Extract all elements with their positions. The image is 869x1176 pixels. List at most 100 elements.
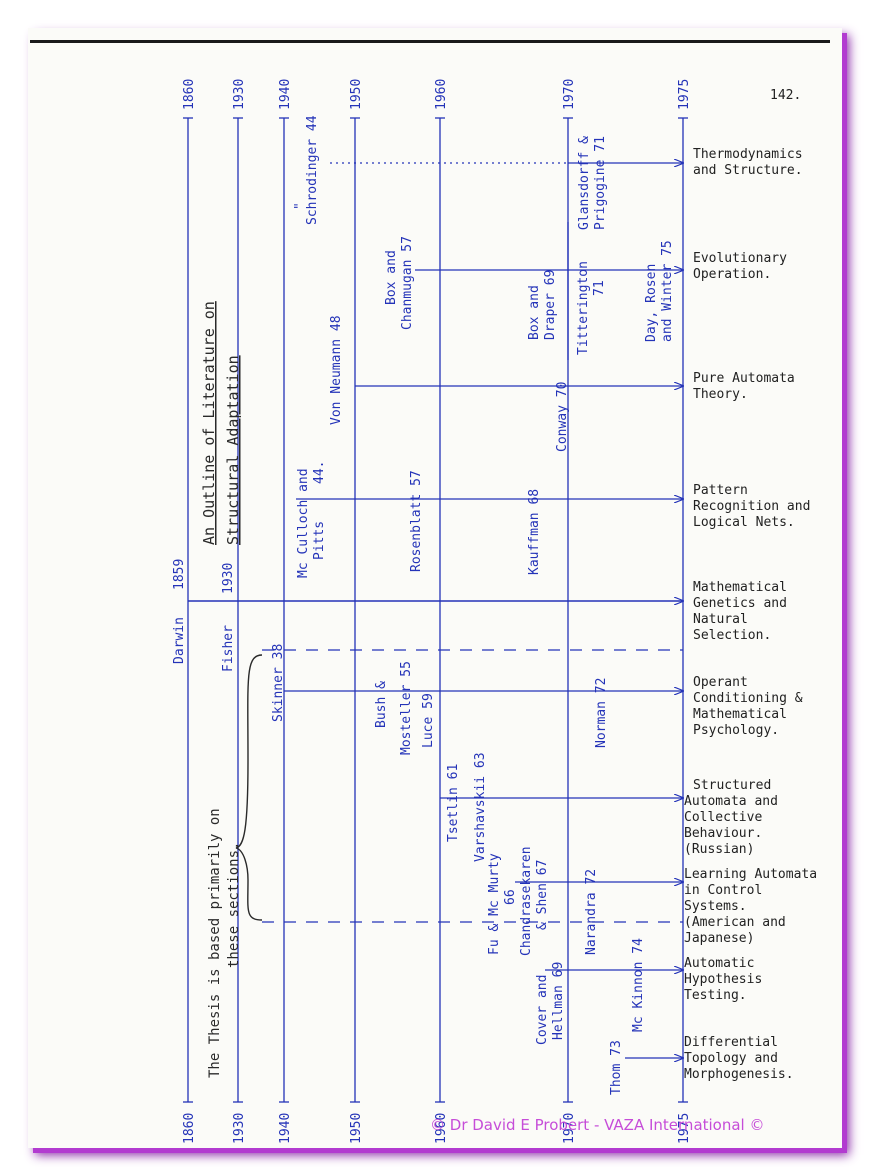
year-label-top: 1950 (349, 79, 364, 110)
year-label-bottom: 1970 (562, 1113, 577, 1144)
area-topology: Differential Topology and Morphogenesis. (684, 1035, 794, 1082)
area-line: Topology and (684, 1051, 778, 1066)
top-year-labels: 1860 1930 1940 1950 1960 1970 1975 (182, 79, 692, 110)
area-line: Mathematical (693, 580, 787, 595)
year-label-bottom: 1930 (232, 1113, 247, 1144)
section-brace (235, 654, 263, 921)
year-label-bottom: 1950 (349, 1113, 364, 1144)
author-box-chanmugan: Box and (384, 250, 399, 305)
area-line: Logical Nets. (693, 515, 795, 530)
author-schrodinger-mark: " (293, 202, 308, 210)
author-glansdorff: Glansdorff & (577, 136, 592, 230)
year-label-top: 1940 (278, 79, 293, 110)
author-varshavskii: Varshavskii 63 (473, 752, 488, 862)
area-operant-conditioning: Operant Conditioning & Mathematical Psyc… (693, 675, 803, 738)
author-cover: Cover and (535, 975, 550, 1045)
author-mosteller: Mosteller 55 (399, 661, 414, 755)
year-label-top: 1975 (677, 79, 692, 110)
author-fu-mcmurty: Fu & Mc Murty (487, 853, 502, 955)
influence-arrows (188, 163, 683, 1058)
year-lines (187, 118, 684, 1102)
area-line: Evolutionary (693, 251, 787, 266)
thesis-note-line-2: these sections. (226, 842, 242, 968)
author-darwin-year: 1859 (172, 559, 187, 590)
area-line: Thermodynamics (693, 147, 803, 162)
author-skinner: Skinner 38 (271, 644, 286, 722)
author-hellman: Hellman 69 (551, 962, 566, 1040)
area-line: Systems. (684, 899, 747, 914)
author-darwin: Darwin (172, 617, 187, 664)
year-label-top: 1970 (562, 79, 577, 110)
area-line: Psychology. (693, 723, 779, 738)
area-line: Structured (693, 778, 771, 793)
author-schrodinger: Schrodinger 44 (305, 115, 320, 225)
area-line: Differential (684, 1035, 778, 1050)
author-thom: Thom 73 (609, 1040, 624, 1095)
author-mcculloch: Mc Culloch and (296, 468, 311, 578)
author-mckinnon: Mc Kinnon 74 (631, 938, 646, 1032)
author-chandrasekaren: Chandrasekaren (519, 846, 534, 956)
year-label-bottom: 1860 (182, 1113, 197, 1144)
area-line: Mathematical (693, 707, 787, 722)
author-conway: Conway 70 (555, 382, 570, 452)
area-hypothesis-testing: Automatic Hypothesis Testing. (684, 956, 762, 1003)
area-line: Automata and (684, 794, 778, 809)
area-line: Behaviour. (684, 826, 762, 841)
area-line: Conditioning & (693, 691, 803, 706)
area-line: Learning Automata (684, 867, 817, 882)
area-line: Recognition and (693, 499, 810, 514)
author-rosenblatt: Rosenblatt 57 (409, 470, 424, 572)
area-line: Japanese) (684, 931, 754, 946)
diagram-title: An Outline of Literature on Structural A… (200, 301, 242, 545)
author-labels: " Schrodinger 44 Glansdorff & Prigogine … (172, 115, 675, 1095)
title-line-1: An Outline of Literature on (200, 301, 218, 545)
author-fisher: Fisher (221, 625, 236, 672)
year-label-bottom: 1960 (434, 1113, 449, 1144)
author-luce: Luce 59 (421, 693, 436, 748)
area-line: Testing. (684, 988, 747, 1003)
area-pattern-recognition: Pattern Recognition and Logical Nets. (693, 483, 810, 530)
author-shen: & Shen 67 (535, 860, 550, 930)
area-structured-automata: Structured Automata and Collective Behav… (684, 778, 778, 857)
author-narandra: Narandra 72 (584, 869, 599, 955)
area-line: Automatic (684, 956, 754, 971)
area-line: Theory. (693, 387, 748, 402)
area-line: Genetics and (693, 596, 787, 611)
year-label-top: 1930 (232, 79, 247, 110)
area-line: Collective (684, 810, 762, 825)
year-label-bottom: 1940 (278, 1113, 293, 1144)
area-labels: Thermodynamics and Structure. Evolutiona… (684, 147, 817, 1082)
author-bush: Bush & (374, 681, 389, 728)
area-genetics: Mathematical Genetics and Natural Select… (693, 580, 787, 643)
author-tsetlin: Tsetlin 61 (446, 764, 461, 842)
area-line: Selection. (693, 628, 771, 643)
tick-marks (183, 117, 688, 1103)
author-titterington: Titterington (576, 261, 591, 355)
thesis-note-line-1: The Thesis is based primarily on (207, 808, 223, 1078)
area-learning-automata: Learning Automata in Control Systems. (A… (684, 867, 817, 946)
author-box-draper: Box and (527, 285, 542, 340)
area-line: (American and (684, 915, 786, 930)
thesis-note: The Thesis is based primarily on these s… (207, 808, 242, 1078)
top-edge-band (30, 40, 830, 43)
author-day-rosen: Day, Rosen (644, 264, 659, 342)
area-line: (Russian) (684, 842, 754, 857)
author-von-neumann: Von Neumann 48 (329, 315, 344, 425)
author-titterington-2: 71 (592, 280, 607, 296)
area-line: and Structure. (693, 163, 803, 178)
area-line: Operation. (693, 267, 771, 282)
year-label-top: 1960 (434, 79, 449, 110)
area-line: Pure Automata (693, 371, 795, 386)
area-line: Morphogenesis. (684, 1067, 794, 1082)
area-line: Natural (693, 612, 748, 627)
author-kauffman: Kauffman 68 (527, 489, 542, 575)
author-box-draper-2: Draper 69 (543, 270, 558, 340)
area-line: Pattern (693, 483, 748, 498)
author-fu-mcmurty-year: 66 (503, 889, 518, 905)
bottom-year-labels: 1860 1930 1940 1950 1960 1970 1975 (182, 1113, 692, 1144)
area-thermodynamics: Thermodynamics and Structure. (693, 147, 803, 178)
author-norman: Norman 72 (594, 678, 609, 748)
author-fisher-year: 1930 (221, 563, 236, 594)
page-number: 142. (770, 88, 802, 103)
